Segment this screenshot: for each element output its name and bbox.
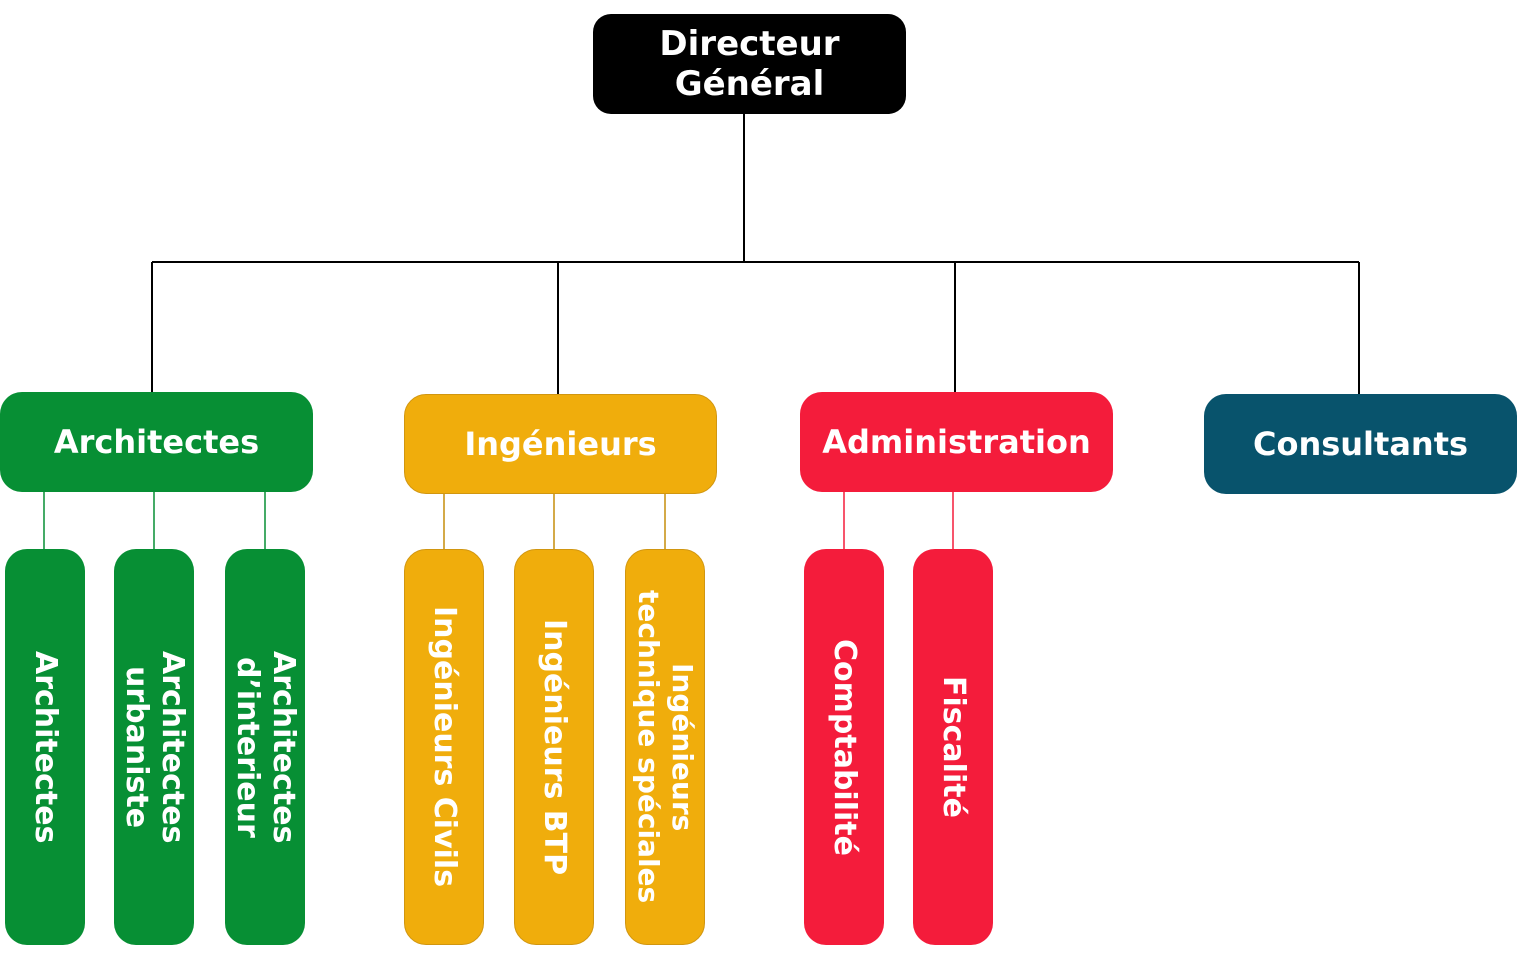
department-ingenieurs: Ingénieurs	[404, 394, 717, 494]
sub-unit-comptabilite: Comptabilité	[804, 549, 884, 945]
root-node: Directeur Général	[593, 14, 906, 114]
department-label: Ingénieurs	[464, 425, 657, 463]
department-architectes: Architectes	[0, 392, 313, 492]
sub-unit-architectes: Architectes	[5, 549, 85, 945]
sub-unit-fiscalite: Fiscalité	[913, 549, 993, 945]
sub-unit-label: Ingénieurs Civils	[427, 606, 462, 888]
department-consultants: Consultants	[1204, 394, 1517, 494]
sub-unit-label: Ingénieurs BTP	[537, 618, 572, 876]
department-label: Consultants	[1252, 425, 1469, 463]
department-label: Architectes	[53, 423, 260, 461]
sub-unit-label: Fiscalité	[936, 676, 971, 818]
department-administration: Administration	[800, 392, 1113, 492]
sub-unit-label: Architectes	[28, 650, 63, 844]
sub-unit-ingenieurs-btp: Ingénieurs BTP	[514, 549, 594, 945]
sub-unit-ingenieurs-civils: Ingénieurs Civils	[404, 549, 484, 945]
department-label: Administration	[822, 423, 1091, 461]
root-label: Directeur Général	[659, 24, 840, 104]
sub-unit-label: Comptabilité	[827, 638, 862, 856]
